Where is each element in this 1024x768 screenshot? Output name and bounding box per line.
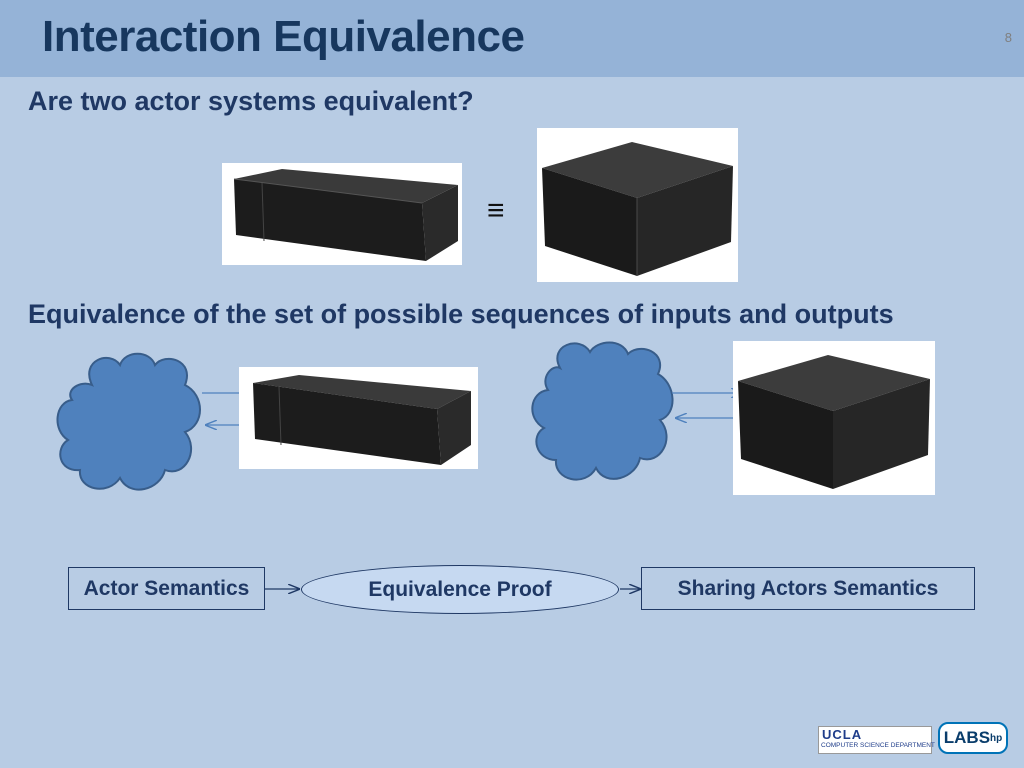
environment-cloud-left — [56, 352, 201, 491]
environment-cloud-right — [531, 341, 674, 481]
cube-box-image — [537, 128, 738, 282]
equivalence-symbol: ≡ — [487, 194, 505, 227]
equivalence-proof-oval: Equivalence Proof — [301, 565, 619, 614]
page-number: 8 — [1004, 30, 1012, 45]
flat-box-image — [222, 163, 462, 265]
question-heading: Are two actor systems equivalent? — [28, 86, 474, 116]
sharing-actors-semantics-box: Sharing Actors Semantics — [641, 567, 975, 610]
cube-box-image-2 — [733, 341, 935, 495]
actor-semantics-box: Actor Semantics — [68, 567, 265, 610]
ucla-logo-subtitle: COMPUTER SCIENCE DEPARTMENT — [821, 742, 935, 749]
equivalence-heading: Equivalence of the set of possible seque… — [28, 299, 894, 329]
hp-labs-sup: hp — [990, 732, 1003, 744]
ucla-logo-text: UCLA — [822, 727, 863, 742]
flat-box-image-2 — [239, 367, 478, 469]
slide-header — [0, 0, 1024, 77]
slide-title: Interaction Equivalence — [42, 12, 525, 61]
ucla-logo: UCLA COMPUTER SCIENCE DEPARTMENT — [818, 726, 935, 754]
hp-labs-text: LABS — [943, 728, 991, 747]
